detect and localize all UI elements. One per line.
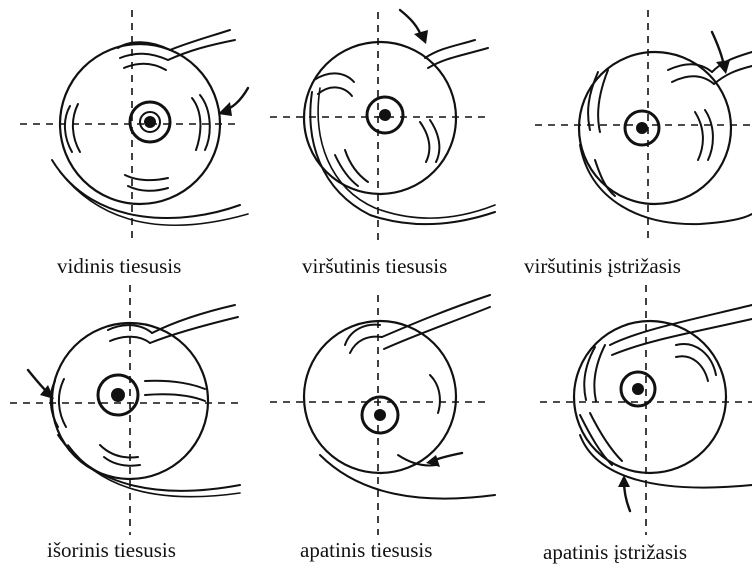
eye-diagram-1: [0, 0, 250, 285]
muscle-band-icon: [580, 305, 752, 465]
eye-diagram-4: [0, 285, 250, 569]
eye-diagram-3: [500, 0, 752, 285]
caption-2: viršutinis tiesusis: [302, 254, 447, 279]
panel-medial-rectus: vidinis tiesusis: [0, 0, 250, 285]
panel-inferior-oblique: apatinis įstrižasis: [500, 285, 752, 569]
panel-inferior-rectus: apatinis tiesusis: [250, 285, 500, 569]
panel-superior-rectus: viršutinis tiesusis: [250, 0, 500, 285]
eye-diagram-2: [250, 0, 500, 285]
muscle-band-icon: [51, 305, 238, 466]
eyeball-icon: [579, 52, 731, 204]
muscle-band-icon: [65, 30, 235, 191]
eyeball-icon: [574, 321, 726, 473]
panel-superior-oblique: viršutinis įstrižasis: [500, 0, 752, 285]
muscle-band-icon: [345, 295, 490, 466]
caption-5: apatinis tiesusis: [300, 538, 432, 563]
muscle-band-icon: [314, 40, 488, 186]
caption-1: vidinis tiesusis: [57, 254, 181, 279]
caption-6: apatinis įstrižasis: [543, 540, 687, 565]
eye-diagram-6: [500, 285, 752, 569]
caption-3: viršutinis įstrižasis: [524, 254, 681, 279]
eye-diagram-5: [250, 285, 500, 569]
motion-arrow-icon: [712, 32, 724, 66]
caption-4: išorinis tiesusis: [47, 538, 176, 563]
muscle-band-icon: [588, 52, 752, 196]
panel-lateral-rectus: išorinis tiesusis: [0, 285, 250, 569]
